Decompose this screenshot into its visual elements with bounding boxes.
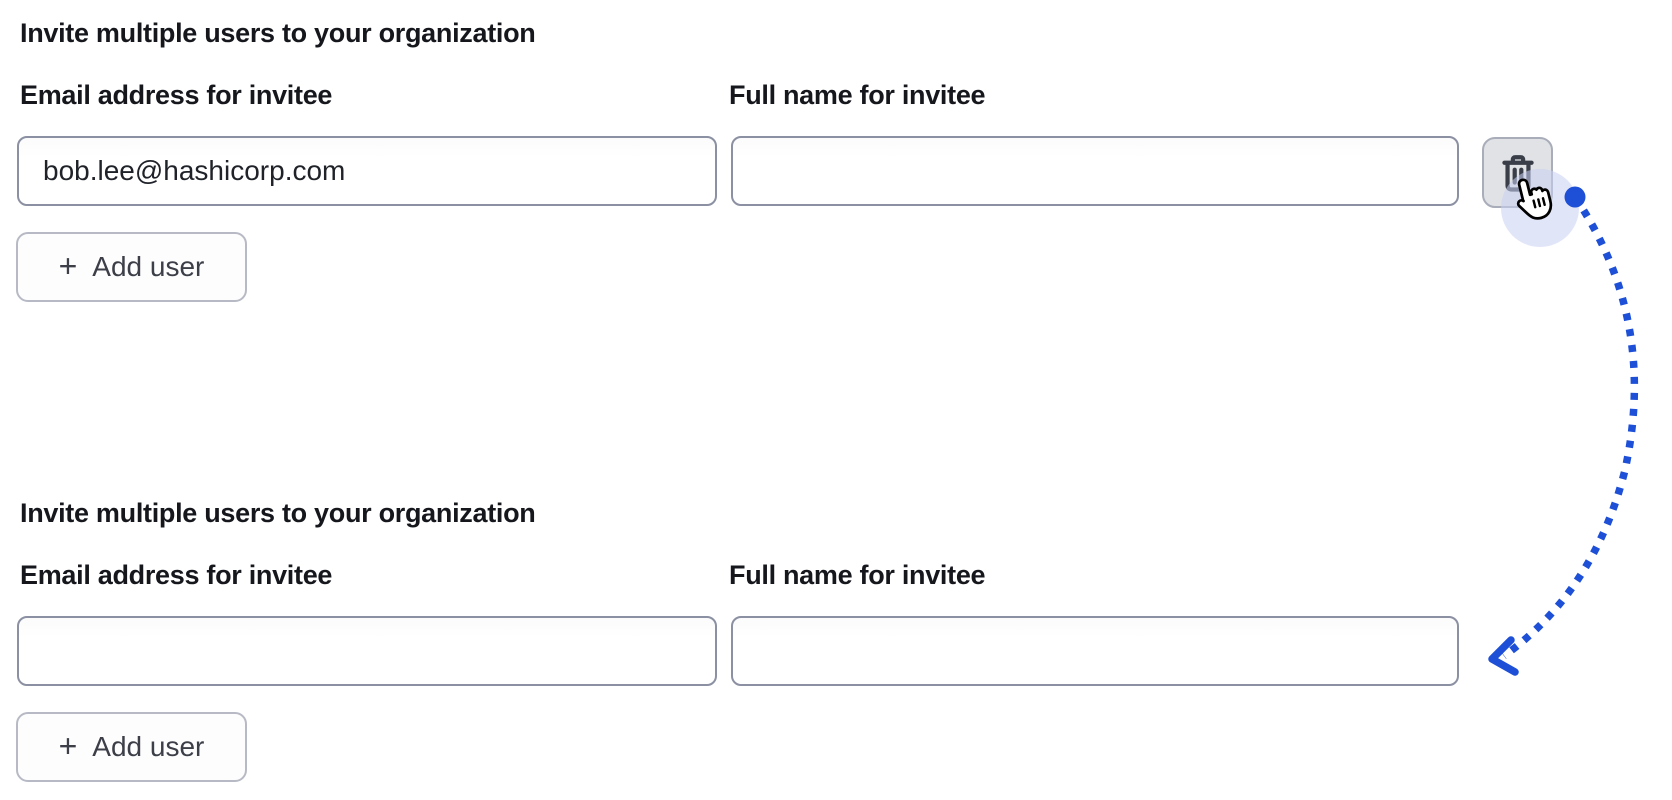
plus-icon: + — [58, 728, 78, 764]
add-user-button-label: Add user — [92, 251, 205, 282]
email-field-label: Email address for invitee — [20, 80, 333, 110]
full-name-field[interactable] — [731, 136, 1459, 206]
add-user-button[interactable]: + Add user — [16, 232, 247, 302]
page-title: Invite multiple users to your organizati… — [20, 18, 536, 48]
invite-form-before: Invite multiple users to your organizati… — [0, 0, 1672, 330]
email-field[interactable] — [17, 616, 717, 686]
email-field-label: Email address for invitee — [20, 560, 333, 590]
delete-row-button[interactable] — [1482, 137, 1553, 208]
email-field[interactable] — [17, 136, 717, 206]
page-title: Invite multiple users to your organizati… — [20, 498, 536, 528]
trash-icon — [1496, 151, 1540, 195]
add-user-button[interactable]: + Add user — [16, 712, 247, 782]
full-name-field-label: Full name for invitee — [729, 80, 986, 110]
plus-icon: + — [58, 248, 78, 284]
add-user-button-label: Add user — [92, 731, 205, 762]
full-name-field[interactable] — [731, 616, 1459, 686]
invite-form-after: Invite multiple users to your organizati… — [0, 480, 1672, 800]
full-name-field-label: Full name for invitee — [729, 560, 986, 590]
